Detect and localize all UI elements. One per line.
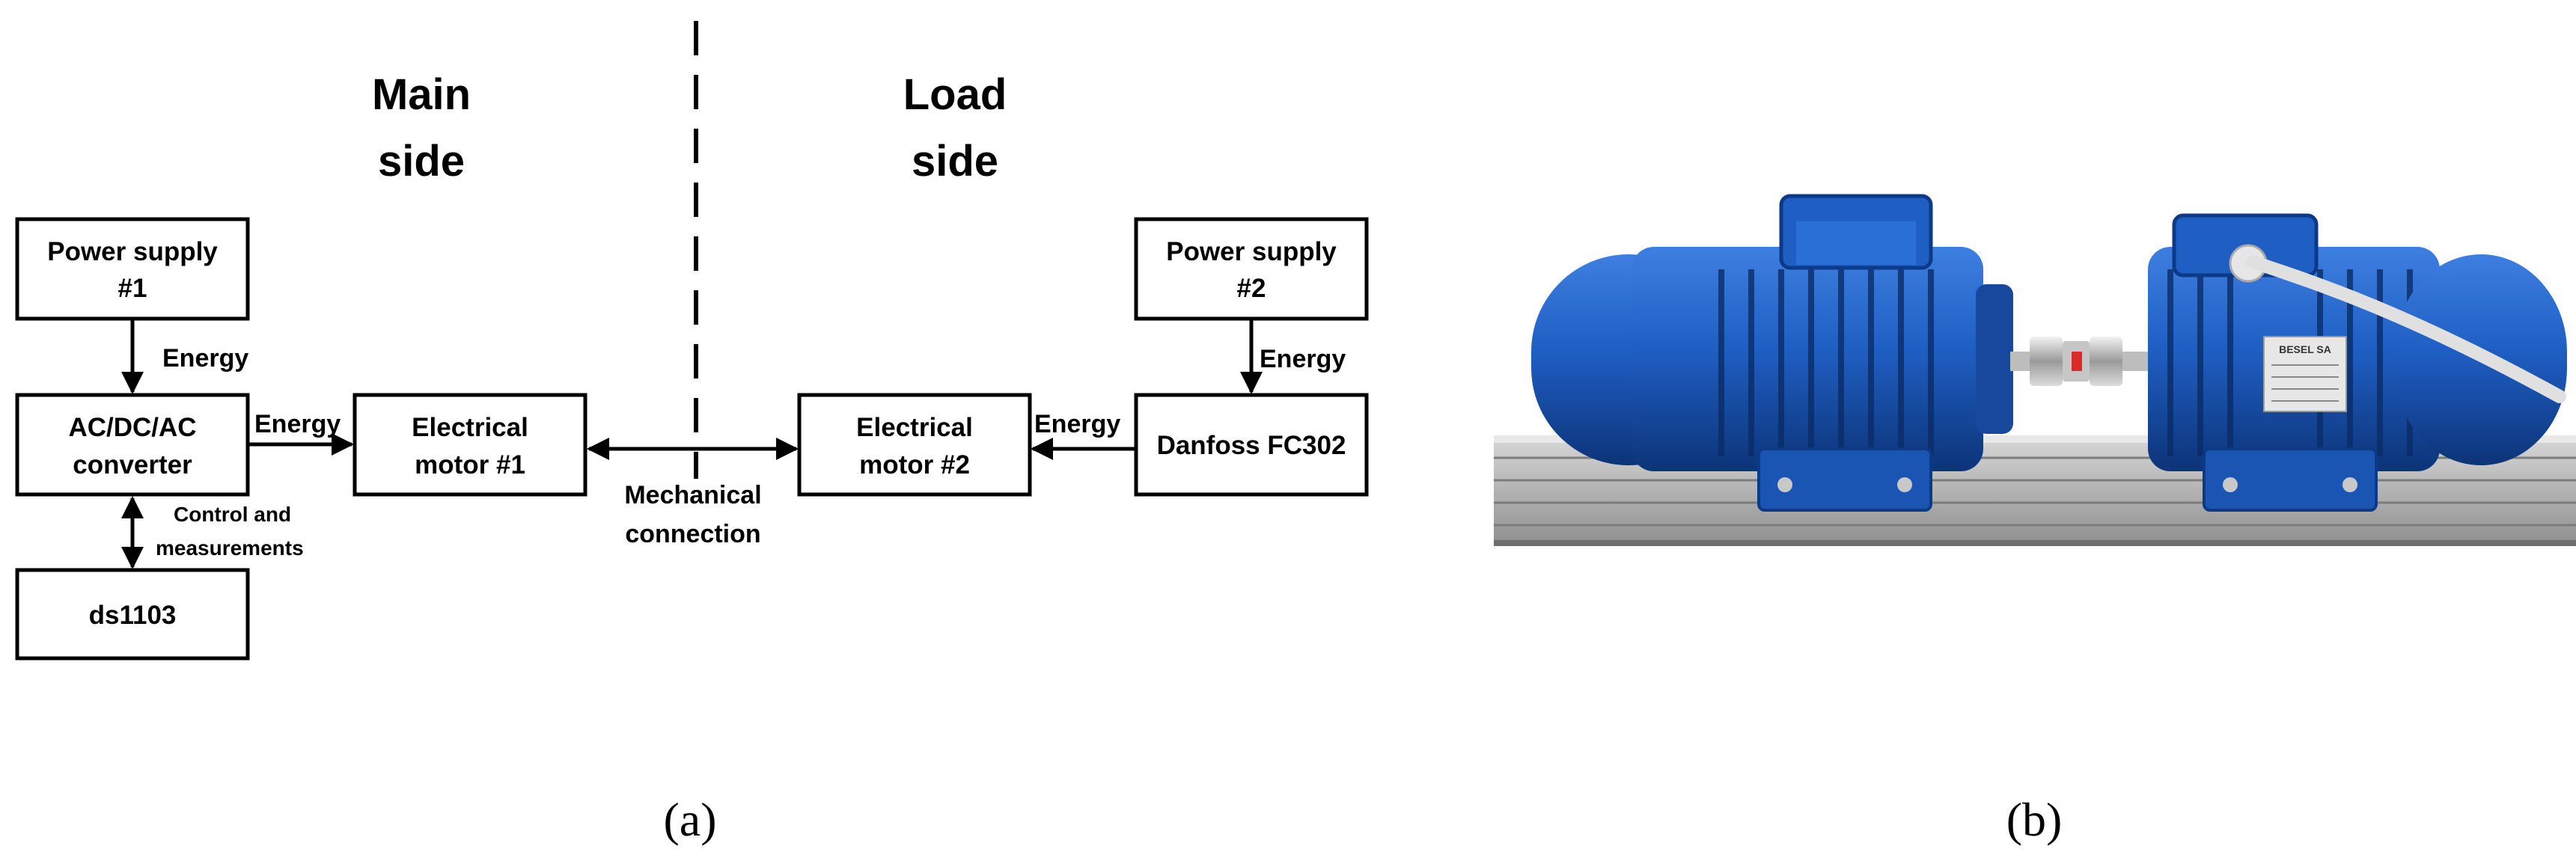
power-supply-1-label-line2: #1 <box>118 274 147 303</box>
danfoss-box <box>1134 393 1369 497</box>
energy-label-converter: Energy <box>254 410 341 438</box>
control-label-line1: Control and <box>174 503 291 526</box>
danfoss-label: Danfoss FC302 <box>1157 431 1346 460</box>
converter-label-line1: AC/DC/AC <box>68 413 196 442</box>
motor-2-label-line2: motor #2 <box>859 450 970 480</box>
power-supply-1-box <box>15 217 250 321</box>
shaft-coupling <box>2010 337 2182 386</box>
motor-test-bench-photo: BESEL SA <box>1494 194 2576 546</box>
power-supply-1-label-line1: Power supply <box>47 237 218 266</box>
motor-1-label-line1: Electrical <box>412 413 528 442</box>
main-side-heading-line2: side <box>378 137 465 186</box>
converter-label-line2: converter <box>73 450 192 480</box>
converter-box <box>15 393 250 497</box>
motor-1-label-line2: motor #1 <box>415 450 525 480</box>
power-supply-2-label-line1: Power supply <box>1166 237 1337 266</box>
nameplate-text: BESEL SA <box>2279 343 2331 355</box>
motor-2-box <box>797 393 1032 497</box>
ds1103-box <box>15 568 250 661</box>
power-supply-2-label-line2: #2 <box>1237 274 1266 303</box>
energy-label-ps1: Energy <box>162 344 248 373</box>
caption-a: (a) <box>663 793 716 846</box>
caption-b: (b) <box>2006 793 2063 846</box>
energy-label-ps2: Energy <box>1260 345 1346 373</box>
mechanical-label-line2: connection <box>625 520 760 548</box>
load-side-heading-line2: side <box>912 137 998 186</box>
power-supply-2-box <box>1134 217 1369 321</box>
load-side-heading-line1: Load <box>903 70 1007 119</box>
main-side-heading-line1: Main <box>372 70 471 119</box>
left-motor <box>1531 194 2013 512</box>
block-diagram: Main side Load side Power supply #1 AC/D… <box>15 21 1369 661</box>
mechanical-label-line1: Mechanical <box>624 481 761 509</box>
energy-label-danfoss: Energy <box>1034 410 1120 438</box>
motor-2-label-line1: Electrical <box>856 413 973 442</box>
control-label-line2: measurements <box>156 536 304 560</box>
right-motor: BESEL SA <box>2148 213 2567 512</box>
ds1103-label: ds1103 <box>89 601 177 630</box>
motor-1-box <box>352 393 587 497</box>
